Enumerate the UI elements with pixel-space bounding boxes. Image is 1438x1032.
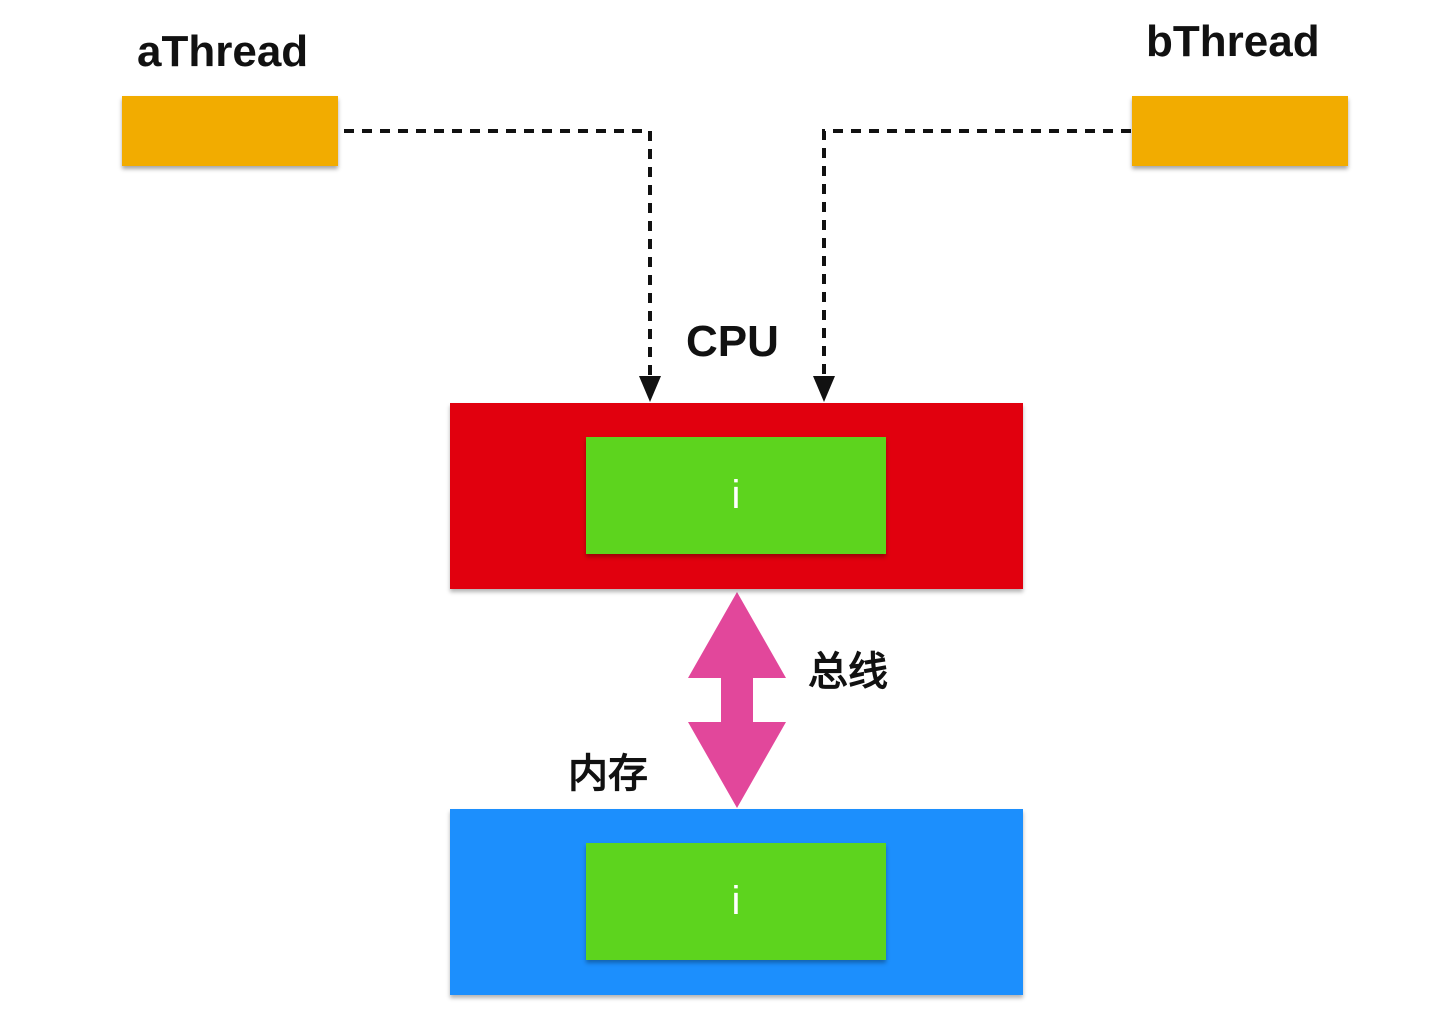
cpu-label: CPU xyxy=(686,317,779,366)
bthread-box xyxy=(1132,96,1348,166)
memory-variable-box: i xyxy=(586,843,886,960)
athread-arrowhead xyxy=(639,376,661,402)
bus-label: 总线 xyxy=(808,649,888,695)
cpu-variable-box: i xyxy=(586,437,886,554)
bthread-label: bThread xyxy=(1146,17,1320,66)
athread-label: aThread xyxy=(137,27,309,76)
athread-connector xyxy=(344,129,661,402)
bus-double-arrow xyxy=(688,592,786,808)
athread-box xyxy=(122,96,338,166)
bthread-arrowhead xyxy=(813,376,835,402)
bthread-connector xyxy=(813,129,1131,402)
memory-label: 内存 xyxy=(568,751,648,797)
memory-variable-label: i xyxy=(731,879,741,923)
cpu-variable-label: i xyxy=(731,473,741,517)
